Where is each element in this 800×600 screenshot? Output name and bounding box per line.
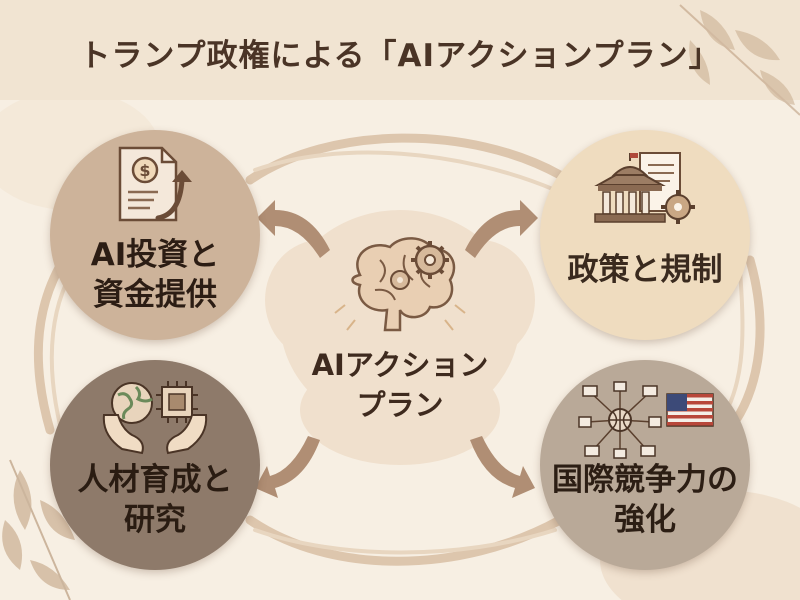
center-label: AIアクション プラン — [295, 345, 505, 425]
node-investment: $ AI投資と 資金提供 — [50, 130, 260, 340]
brain-gears-icon — [334, 237, 466, 332]
node-competitiveness: 国際競争力の 強化 — [540, 360, 750, 570]
node-investment-label-line2: 資金提供 — [93, 277, 217, 313]
network-flag-icon — [578, 381, 714, 459]
svg-text:$: $ — [139, 161, 150, 180]
node-policy: 政策と規制 — [540, 130, 750, 340]
node-investment-label-line1: AI投資と — [90, 237, 220, 273]
government-building-gear-icon — [594, 152, 695, 224]
node-competitiveness-label-line2: 強化 — [614, 502, 676, 538]
us-flag-icon — [666, 393, 714, 427]
leaf-decoration-top-right — [679, 4, 800, 116]
node-talent: 人材育成と 研究 — [50, 360, 260, 570]
hands-globe-chip-icon — [102, 381, 208, 455]
center-label-line2: プラン — [356, 388, 444, 422]
arrow-to-investment — [257, 200, 330, 258]
arrow-to-talent — [255, 436, 320, 498]
page-title: トランプ政権による「AIアクションプラン」 — [79, 38, 721, 74]
money-document-growth-icon: $ — [118, 146, 192, 222]
node-competitiveness-label-line1: 国際競争力の — [552, 462, 738, 498]
node-talent-label-line2: 研究 — [124, 502, 186, 538]
arrows — [255, 200, 538, 498]
node-talent-label-line1: 人材育成と — [77, 462, 233, 498]
node-policy-label: 政策と規制 — [567, 252, 723, 288]
title-bar — [0, 0, 800, 100]
ribbon-loop — [33, 133, 765, 566]
leaf-decoration-bottom-left — [2, 459, 75, 600]
center-label-line1: AIアクション — [311, 348, 489, 382]
arrow-to-competitiveness — [470, 436, 535, 498]
arrow-to-policy — [465, 200, 538, 258]
